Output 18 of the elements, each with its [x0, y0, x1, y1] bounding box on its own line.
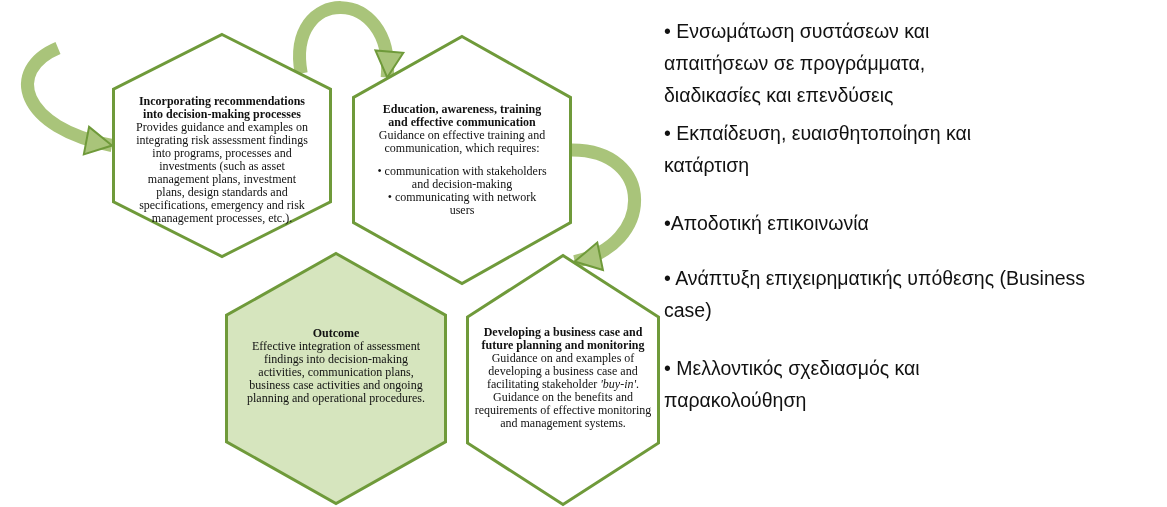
bullet-point-text: • Ενσωμάτωση συστάσεων και απαιτήσεων σε προγράμματα, διαδικασίες και επενδύσεις — [664, 19, 931, 108]
bullet-point-text: •Αποδοτική επικοινωνία — [664, 211, 870, 236]
bullet-point-text: • Ανάπτυξη επιχειρηματικής υπόθεσης (Business case) — [664, 266, 1087, 323]
hexagon-heading: Developing a business case and future planning and monitoring — [480, 326, 646, 352]
hexagon-description: Provides guidance and examples on integrating risk assessment findings into programs, processes and investments (such as asset management plans, investment plans, design standards and specifications, emergency and risk management processes, etc.). — [136, 121, 308, 225]
bullet-point-text: • Μελλοντικός σχεδιασμός και παρακολούθηση — [664, 356, 921, 413]
hexagon-heading: Education, awareness, training and effective communication — [381, 103, 543, 129]
hexagon-description: Guidance on and examples of developing a business case and facilitating stakeholder 'buy-in'. Guidance on the benefits and requirements of effective monitoring and management systems. — [474, 352, 652, 430]
bullet-point-text: • Εκπαίδευση, ευαισθητοποίηση και κατάρτιση — [664, 121, 972, 178]
hexagon-heading: Outcome — [311, 327, 361, 340]
hexagon-heading: Incorporating recommendations into decision-making processes — [137, 95, 307, 121]
bullet-item: • communicating with network users — [386, 191, 538, 217]
bullet-item: • communication with stakeholders and decision-making — [376, 165, 548, 191]
curved-arrow — [21, 42, 114, 154]
curved-arrow — [571, 143, 641, 269]
hexagon-description: Effective integration of assessment findings into decision-making activities, communication plans, business case activities and ongoing planning and operational procedures. — [246, 340, 426, 405]
hexagon-description: Guidance on effective training and communication, which requires: — [377, 129, 547, 155]
curved-arrow — [293, 1, 402, 79]
